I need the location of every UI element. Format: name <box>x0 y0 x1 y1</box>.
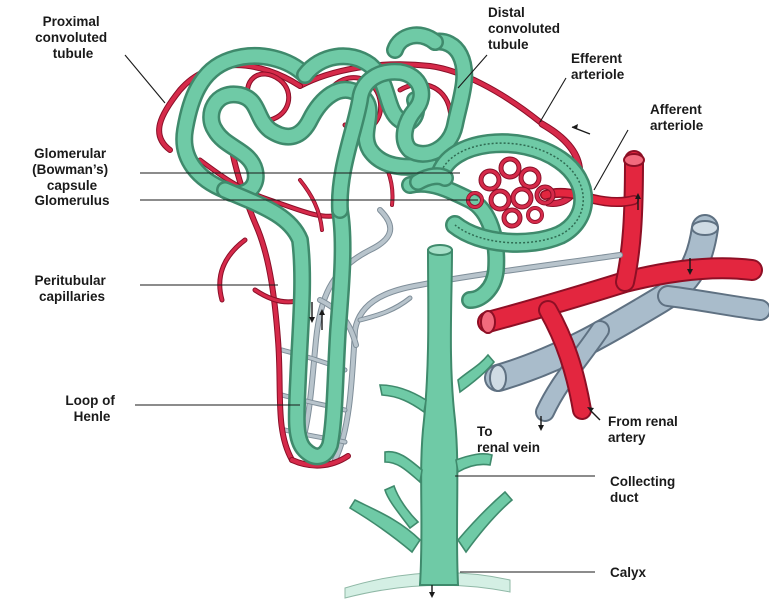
label-peritubular: Peritubular capillaries <box>34 273 109 304</box>
label-calyx: Calyx <box>610 565 647 580</box>
calyx-arrow-icon <box>429 592 435 598</box>
to-renal-vein-arrow-icon <box>538 425 544 431</box>
loop-of-henle <box>225 190 343 456</box>
label-glomerular-capsule: Glomerular (Bowman’s) capsule <box>32 146 112 193</box>
label-proximal: Proximal convoluted tubule <box>35 14 111 61</box>
label-afferent: Afferent arteriole <box>650 102 706 133</box>
label-collecting-duct: Collecting duct <box>610 474 679 505</box>
label-loop-of-henle: Loop of Henle <box>65 393 118 424</box>
label-to-renal-vein: To renal vein <box>477 424 540 455</box>
label-glomerulus: Glomerulus <box>34 193 109 208</box>
label-efferent: Efferent arteriole <box>571 51 626 82</box>
label-from-renal-artery: From renal artery <box>608 414 682 445</box>
label-distal: Distal convoluted tubule <box>488 5 564 52</box>
